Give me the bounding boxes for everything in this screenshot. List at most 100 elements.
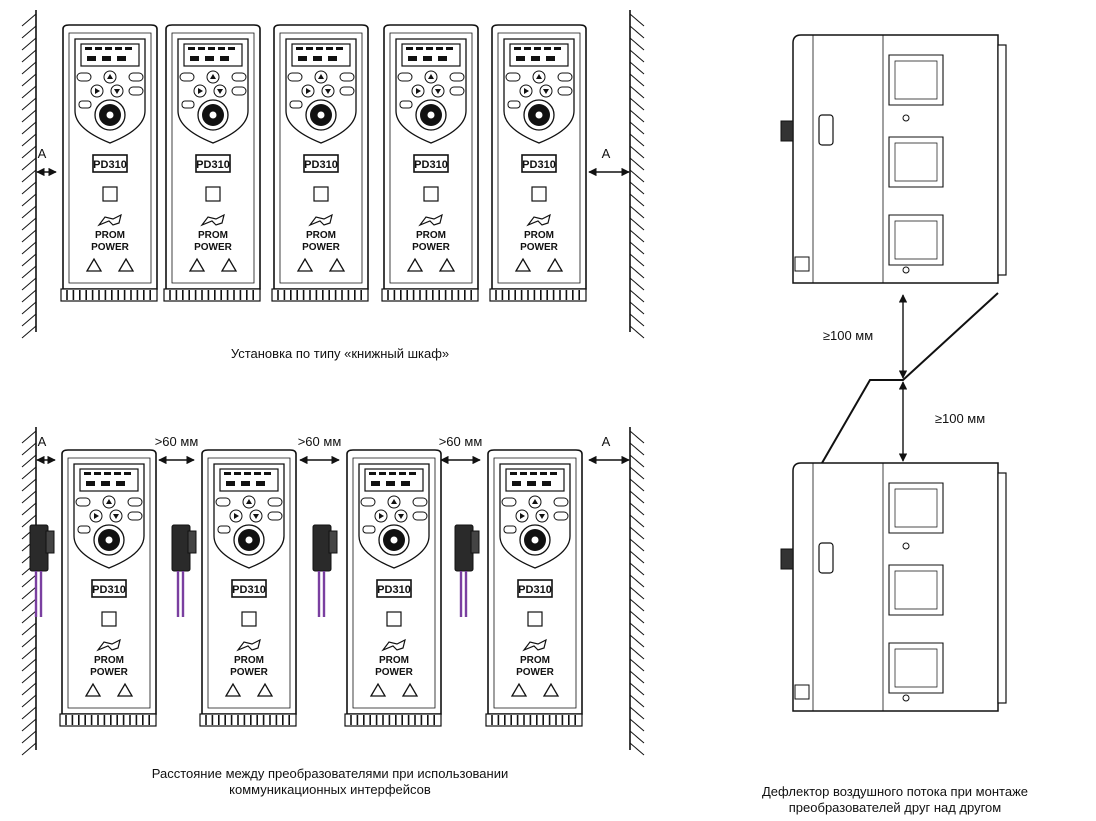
wall-hatch: [21, 289, 37, 303]
display-digit: [256, 481, 265, 486]
display-segment: [409, 472, 416, 475]
wall-hatch: [629, 718, 645, 732]
display-segment: [264, 472, 271, 475]
display-segment: [224, 472, 231, 475]
model-label-frame: [195, 154, 231, 173]
wall-hatch: [629, 478, 645, 492]
side-vent-inner: [894, 488, 938, 528]
display-window: [219, 468, 279, 492]
display-segment: [510, 472, 517, 475]
status-window: [386, 611, 402, 627]
interface-connector-1: [29, 524, 55, 617]
display-digit: [116, 481, 125, 486]
display-digit: [102, 56, 111, 61]
side-screw-icon: [902, 266, 910, 274]
display-segment: [534, 47, 541, 50]
bottom-caption-line2: коммуникационных интерфейсов: [229, 782, 431, 797]
wall-hatch: [21, 478, 37, 492]
side-vent-grille: [888, 136, 944, 188]
spacing-label-3: >60 мм: [439, 434, 483, 449]
key-right-icon: [557, 72, 573, 82]
top-caption: Установка по типу «книжный шкаф»: [230, 346, 450, 361]
display-segment: [379, 472, 386, 475]
warning-icon: [510, 682, 528, 697]
run-key-icon: [193, 84, 207, 98]
down-key-icon: [110, 84, 124, 98]
model-label-frame: [517, 579, 553, 598]
jog-dial-center: [535, 111, 543, 119]
display-window: [79, 468, 139, 492]
display-segment: [105, 47, 112, 50]
run-arrow-icon: [416, 88, 421, 94]
side-vent-grille: [888, 482, 944, 534]
run-arrow-icon: [379, 513, 384, 519]
left-wall-top: [21, 10, 37, 339]
wall-hatch: [21, 430, 37, 444]
wall-hatch: [21, 61, 37, 75]
wall-hatch: [21, 730, 37, 744]
left-wall-bottom: [21, 427, 37, 756]
jog-dial-icon: [93, 524, 125, 556]
wall-hatch: [629, 265, 645, 279]
drive-inner-frame: [389, 32, 473, 284]
display-segment: [115, 47, 122, 50]
run-arrow-icon: [198, 88, 203, 94]
run-arrow-icon: [524, 88, 529, 94]
down-arrow-icon: [539, 514, 545, 519]
wall-hatch: [629, 466, 645, 480]
up-arrow-icon: [106, 499, 112, 504]
wall-hatch: [21, 145, 37, 159]
wall-hatch: [21, 706, 37, 720]
brand-line1: PROM: [306, 230, 336, 241]
wall-hatch: [21, 241, 37, 255]
wall-hatch: [629, 157, 645, 171]
clearance-label-bottom: ≥100 мм: [935, 411, 985, 426]
side-knob-icon: [780, 120, 794, 142]
brand-line2: POWER: [90, 667, 129, 678]
display-window: [183, 43, 243, 67]
key-left-icon: [501, 497, 517, 507]
side-screw-icon: [902, 542, 910, 550]
brand-logo-icon: [308, 213, 333, 227]
run-key-icon: [374, 509, 388, 523]
run-arrow-icon: [520, 513, 525, 519]
bottom-vent: [271, 288, 369, 302]
up-arrow-icon: [428, 74, 434, 79]
wall-hatch: [629, 454, 645, 468]
status-window: [531, 186, 547, 202]
wall-hatch: [21, 157, 37, 171]
display-segment: [436, 47, 443, 50]
side-terminal-icon: [794, 684, 810, 700]
wall-hatch: [629, 634, 645, 648]
bottom-vent: [381, 288, 479, 302]
display-digit: [101, 481, 110, 486]
wall-hatch: [629, 694, 645, 708]
wall-hatch: [629, 670, 645, 684]
up-arrow-icon: [210, 74, 216, 79]
model-label-frame: [231, 579, 267, 598]
brand-logo-icon: [200, 213, 225, 227]
bottom-vent: [59, 713, 157, 727]
gap-label-top-right: A: [602, 146, 611, 161]
display-segment: [208, 47, 215, 50]
brand-logo-icon: [97, 213, 122, 227]
jog-dial-center: [531, 536, 539, 544]
drive-inner-frame: [68, 32, 152, 284]
display-segment: [254, 472, 261, 475]
up-key-icon: [242, 495, 256, 509]
func-key-icon: [399, 100, 413, 109]
drive-inner-frame: [352, 457, 436, 709]
interface-connector-2: [171, 524, 197, 617]
wall-hatch: [21, 169, 37, 183]
func-key-icon: [289, 100, 303, 109]
key-right-icon: [231, 72, 247, 82]
key-right-icon: [412, 497, 428, 507]
run-key-icon: [229, 509, 243, 523]
hazard-icon: [116, 682, 134, 697]
bottom-vent: [489, 288, 587, 302]
jog-dial-center: [106, 111, 114, 119]
display-segment: [326, 47, 333, 50]
